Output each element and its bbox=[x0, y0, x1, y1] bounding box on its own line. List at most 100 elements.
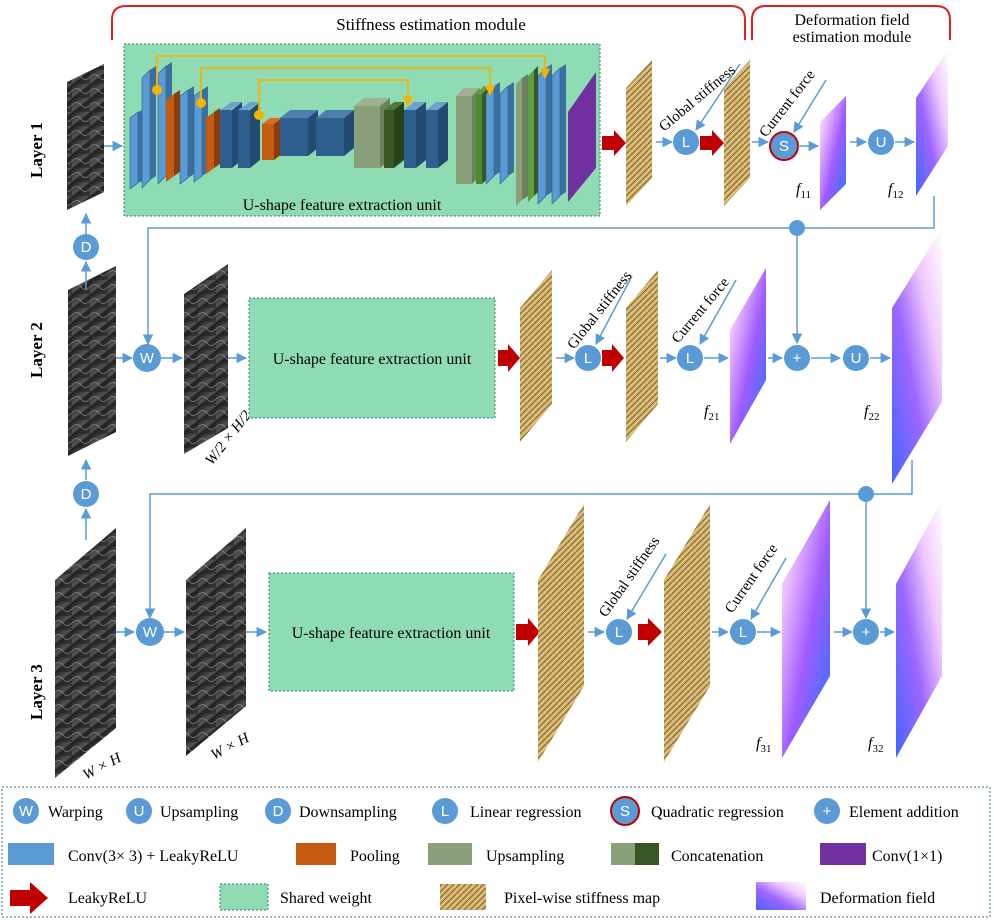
legend-concatenation: Concatenation bbox=[671, 848, 763, 865]
unet-blocks bbox=[129, 62, 596, 206]
leaky-arrow bbox=[700, 130, 724, 156]
stiffness-module-bracket bbox=[111, 5, 746, 40]
conv3-block bbox=[280, 110, 318, 156]
deformation-field-f11 bbox=[820, 96, 846, 210]
svg-text:W: W bbox=[143, 624, 158, 641]
conv1-block bbox=[568, 72, 596, 202]
svg-text:S: S bbox=[779, 138, 789, 155]
legend-addition: Element addition bbox=[849, 804, 959, 821]
stiffness-map-l3-a bbox=[538, 504, 584, 762]
legend-conv1-swatch bbox=[820, 843, 866, 865]
svg-text:U: U bbox=[134, 803, 145, 820]
legend-concat-swatch-a bbox=[611, 843, 635, 865]
legend-upsampling-block: Upsampling bbox=[486, 848, 564, 865]
current-force-label-l2: Current force bbox=[669, 274, 733, 346]
pool-block bbox=[262, 118, 282, 160]
linear-node-l3-b: L bbox=[730, 619, 756, 645]
skip-connections bbox=[156, 55, 551, 116]
ultrasound-image-l2 bbox=[68, 266, 116, 456]
addition-node-l2: + bbox=[784, 345, 810, 371]
warped-image-l2 bbox=[184, 264, 228, 454]
conv3-block bbox=[193, 86, 208, 183]
deformation-field-f32 bbox=[896, 500, 942, 758]
quadratic-node-l1: S bbox=[769, 131, 799, 161]
conv3-block bbox=[551, 64, 566, 205]
svg-text:L: L bbox=[682, 134, 690, 151]
legend-leaky: LeakyReLU bbox=[68, 890, 148, 907]
legend-addition-icon: + bbox=[814, 798, 840, 824]
stiffness-map-l2-b bbox=[626, 270, 658, 442]
linear-node-l2-a: L bbox=[575, 345, 601, 371]
upsample-node-l2: U bbox=[843, 345, 869, 371]
conv3-block bbox=[404, 102, 426, 168]
conv3-block bbox=[485, 82, 500, 185]
svg-text:D: D bbox=[81, 486, 92, 503]
legend-warping: Warping bbox=[48, 804, 103, 821]
concat-block bbox=[384, 102, 404, 168]
svg-text:D: D bbox=[273, 803, 284, 820]
leaky-arrow bbox=[638, 618, 662, 646]
downsample-node-l1: D bbox=[73, 234, 99, 260]
warping-node-l3: W bbox=[136, 618, 164, 646]
unet-detail-label: U-shape feature extraction unit bbox=[243, 197, 442, 214]
legend-deform: Deformation field bbox=[820, 890, 935, 907]
upsampled-field-connector-l1 bbox=[142, 196, 935, 346]
svg-text:L: L bbox=[584, 350, 592, 367]
deformation-module-bracket bbox=[751, 5, 951, 40]
layer-2-label: Layer 2 bbox=[27, 322, 46, 378]
deformation-module-title-2: estimation module bbox=[793, 29, 912, 46]
svg-text:+: + bbox=[862, 624, 871, 641]
unet-label-l3: U-shape feature extraction unit bbox=[292, 625, 491, 642]
unet-box-l3 bbox=[268, 572, 515, 692]
size-label-full-l3-input: W × H bbox=[80, 750, 125, 784]
legend-linear-icon: L bbox=[432, 798, 458, 824]
deformation-module-title-1: Deformation field bbox=[794, 12, 909, 29]
conv3-block bbox=[499, 82, 514, 185]
linear-node-l2-b: L bbox=[677, 345, 703, 371]
layer-3-label: Layer 3 bbox=[27, 664, 46, 720]
downsample-node-l2: D bbox=[73, 481, 99, 507]
legend-pool-swatch bbox=[296, 843, 336, 865]
f21-label: f21 bbox=[704, 403, 719, 423]
current-force-label-l1: Current force bbox=[757, 67, 819, 140]
stiffness-map-l2-a bbox=[520, 270, 552, 442]
legend-stiffmap-swatch bbox=[440, 884, 486, 910]
legend-shared: Shared weight bbox=[280, 890, 373, 907]
svg-text:L: L bbox=[686, 350, 694, 367]
svg-text:U: U bbox=[851, 350, 862, 367]
legend-conv3: Conv(3× 3) + LeakyReLU bbox=[68, 848, 239, 865]
ultrasound-image-l1 bbox=[67, 64, 104, 210]
stiffness-map-l1-b bbox=[724, 60, 750, 206]
svg-text:L: L bbox=[615, 624, 623, 641]
stiffness-map-l3-b bbox=[664, 504, 710, 762]
legend-conv3-swatch bbox=[8, 843, 54, 865]
legend-upsample-swatch bbox=[428, 843, 472, 865]
f11-label: f11 bbox=[796, 181, 811, 201]
legend-upsampling-icon: U bbox=[126, 798, 152, 824]
f22-label: f22 bbox=[864, 403, 879, 423]
f31-label: f31 bbox=[756, 735, 771, 755]
ultrasound-image-l3 bbox=[55, 528, 116, 778]
upsampled-field-connector-l2 bbox=[144, 460, 913, 620]
size-label-full-l3-warped: W × H bbox=[208, 730, 253, 764]
deformation-field-f31 bbox=[782, 500, 830, 758]
svg-text:W: W bbox=[19, 803, 34, 820]
legend-conv1: Conv(1×1) bbox=[872, 848, 942, 865]
conv3-block bbox=[316, 110, 354, 156]
legend-linear: Linear regression bbox=[470, 804, 582, 821]
legend-warping-icon: W bbox=[13, 798, 39, 824]
svg-text:W: W bbox=[140, 350, 155, 367]
upsample-block bbox=[516, 74, 528, 206]
current-force-label-l3: Current force bbox=[722, 541, 781, 616]
legend-stiffmap: Pixel-wise stiffness map bbox=[504, 890, 660, 907]
legend-downsampling: Downsampling bbox=[299, 804, 397, 821]
linear-node-l1: L bbox=[673, 129, 699, 155]
legend-quadratic: Quadratic regression bbox=[651, 804, 784, 821]
conv3-block bbox=[179, 86, 194, 185]
pool-block bbox=[166, 90, 180, 182]
legend-shared-swatch bbox=[219, 883, 269, 911]
leaky-arrow bbox=[516, 618, 540, 646]
addition-node-l3: + bbox=[853, 619, 879, 645]
unet-label-l2: U-shape feature extraction unit bbox=[273, 351, 472, 368]
